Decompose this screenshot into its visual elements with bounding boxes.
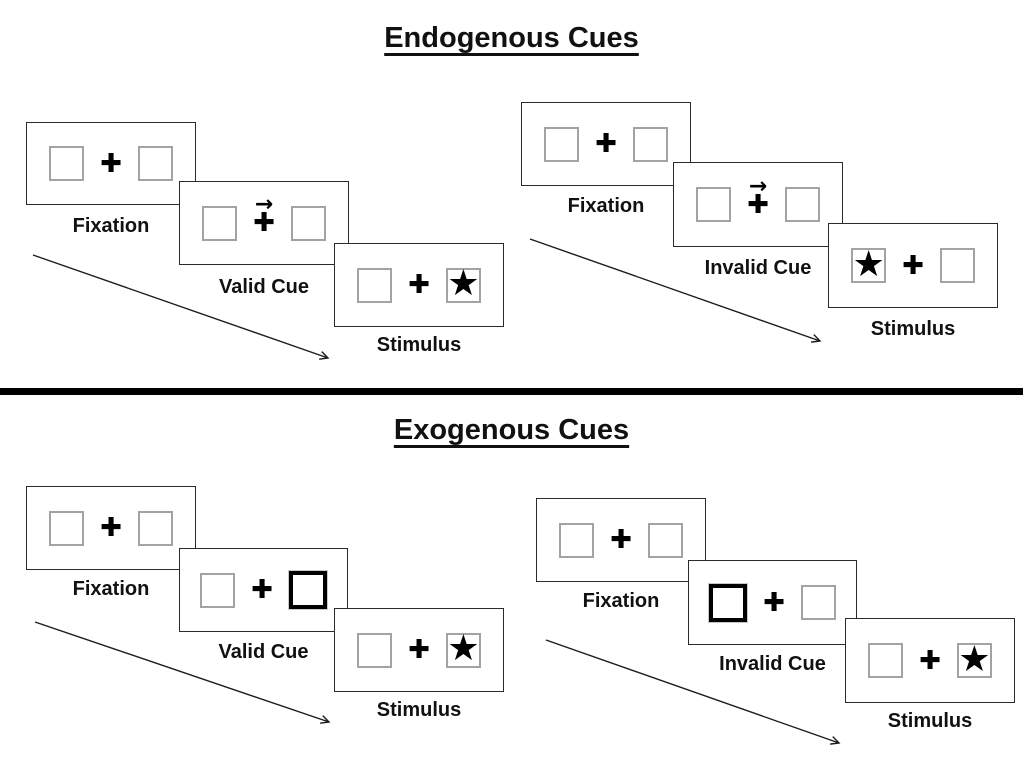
left-placeholder-box bbox=[868, 643, 904, 678]
endogenous-valid-stimulus-panel: ✚ ★ bbox=[334, 243, 504, 327]
right-target-box: ★ bbox=[956, 638, 992, 680]
exogenous-valid-stimulus-panel: ✚ ★ bbox=[334, 608, 504, 692]
fixation-cross-icon: ✚ bbox=[902, 250, 924, 281]
left-placeholder-box bbox=[544, 126, 580, 162]
stimulus-label: Stimulus bbox=[870, 318, 956, 340]
cue-arrow-icon: → bbox=[254, 192, 274, 218]
right-placeholder-box bbox=[939, 248, 975, 283]
left-placeholder-box bbox=[559, 522, 595, 558]
exogenous-invalid-stimulus-panel: ✚ ★ bbox=[845, 618, 1015, 703]
cue-center-group: → ✚ bbox=[747, 176, 769, 220]
fixation-cross-icon: ✚ bbox=[763, 587, 785, 618]
valid-cue-label: Valid Cue bbox=[218, 276, 310, 298]
fixation-label: Fixation bbox=[72, 215, 150, 237]
right-placeholder-box bbox=[137, 146, 173, 181]
right-placeholder-box bbox=[137, 510, 173, 546]
fixation-label: Fixation bbox=[72, 578, 150, 600]
right-placeholder-box bbox=[647, 522, 683, 558]
endogenous-invalid-stimulus-panel: ★ ✚ bbox=[828, 223, 998, 308]
right-target-box: ★ bbox=[445, 628, 481, 669]
left-target-box: ★ bbox=[851, 243, 887, 285]
stimulus-label: Stimulus bbox=[376, 334, 462, 356]
invalid-cue-label: Invalid Cue bbox=[719, 653, 826, 675]
left-placeholder-box bbox=[202, 205, 238, 241]
exogenous-invalid-fixation-panel: ✚ bbox=[536, 498, 706, 582]
timeline-arrow-exogenous-valid bbox=[34, 621, 331, 724]
star-icon: ★ bbox=[447, 628, 480, 669]
left-placeholder-box bbox=[357, 267, 393, 303]
exogenous-valid-cue-panel: ✚ bbox=[179, 548, 348, 632]
invalid-cue-label: Invalid Cue bbox=[704, 257, 812, 279]
left-placeholder-box bbox=[357, 632, 393, 668]
endogenous-valid-fixation-panel: ✚ bbox=[26, 122, 196, 205]
right-placeholder-box bbox=[800, 585, 836, 620]
left-placeholder-box bbox=[696, 187, 732, 222]
fixation-cross-icon: ✚ bbox=[408, 635, 430, 665]
right-highlight-cue-box bbox=[288, 571, 327, 609]
timeline-arrow-endogenous-invalid bbox=[529, 238, 822, 343]
exogenous-invalid-cue-panel: ✚ bbox=[688, 560, 857, 645]
fixation-cross-icon: ✚ bbox=[253, 208, 275, 238]
endogenous-invalid-cue-panel: → ✚ bbox=[673, 162, 843, 247]
fixation-cross-icon: ✚ bbox=[919, 645, 941, 676]
right-target-box: ★ bbox=[445, 263, 481, 304]
exogenous-section-title: Exogenous Cues bbox=[393, 414, 630, 446]
fixation-cross-icon: ✚ bbox=[408, 270, 430, 300]
left-placeholder-box bbox=[49, 510, 85, 546]
section-divider bbox=[0, 388, 1023, 395]
left-placeholder-box bbox=[200, 572, 236, 608]
fixation-cross-icon: ✚ bbox=[610, 525, 632, 555]
cue-arrow-icon: → bbox=[748, 173, 768, 199]
fixation-cross-icon: ✚ bbox=[595, 129, 617, 159]
exogenous-valid-fixation-panel: ✚ bbox=[26, 486, 196, 570]
left-highlight-cue-box bbox=[709, 583, 748, 622]
right-placeholder-box bbox=[290, 205, 326, 241]
cue-center-group: → ✚ bbox=[253, 194, 275, 238]
endogenous-valid-cue-panel: → ✚ bbox=[179, 181, 349, 265]
right-placeholder-box bbox=[632, 126, 668, 162]
fixation-cross-icon: ✚ bbox=[100, 148, 122, 179]
star-icon: ★ bbox=[447, 263, 480, 304]
fixation-cross-icon: ✚ bbox=[251, 575, 273, 605]
endogenous-section-title: Endogenous Cues bbox=[384, 22, 639, 54]
star-icon: ★ bbox=[958, 638, 991, 680]
stimulus-label: Stimulus bbox=[887, 710, 973, 732]
star-icon: ★ bbox=[852, 243, 885, 285]
fixation-label: Fixation bbox=[582, 590, 660, 612]
fixation-cross-icon: ✚ bbox=[100, 513, 122, 543]
fixation-cross-icon: ✚ bbox=[747, 189, 769, 220]
endogenous-invalid-fixation-panel: ✚ bbox=[521, 102, 691, 186]
valid-cue-label: Valid Cue bbox=[218, 641, 309, 663]
right-placeholder-box bbox=[784, 187, 820, 222]
left-placeholder-box bbox=[49, 146, 85, 181]
timeline-arrow-endogenous-valid bbox=[32, 254, 330, 360]
stimulus-label: Stimulus bbox=[376, 699, 462, 721]
fixation-label: Fixation bbox=[567, 195, 645, 217]
